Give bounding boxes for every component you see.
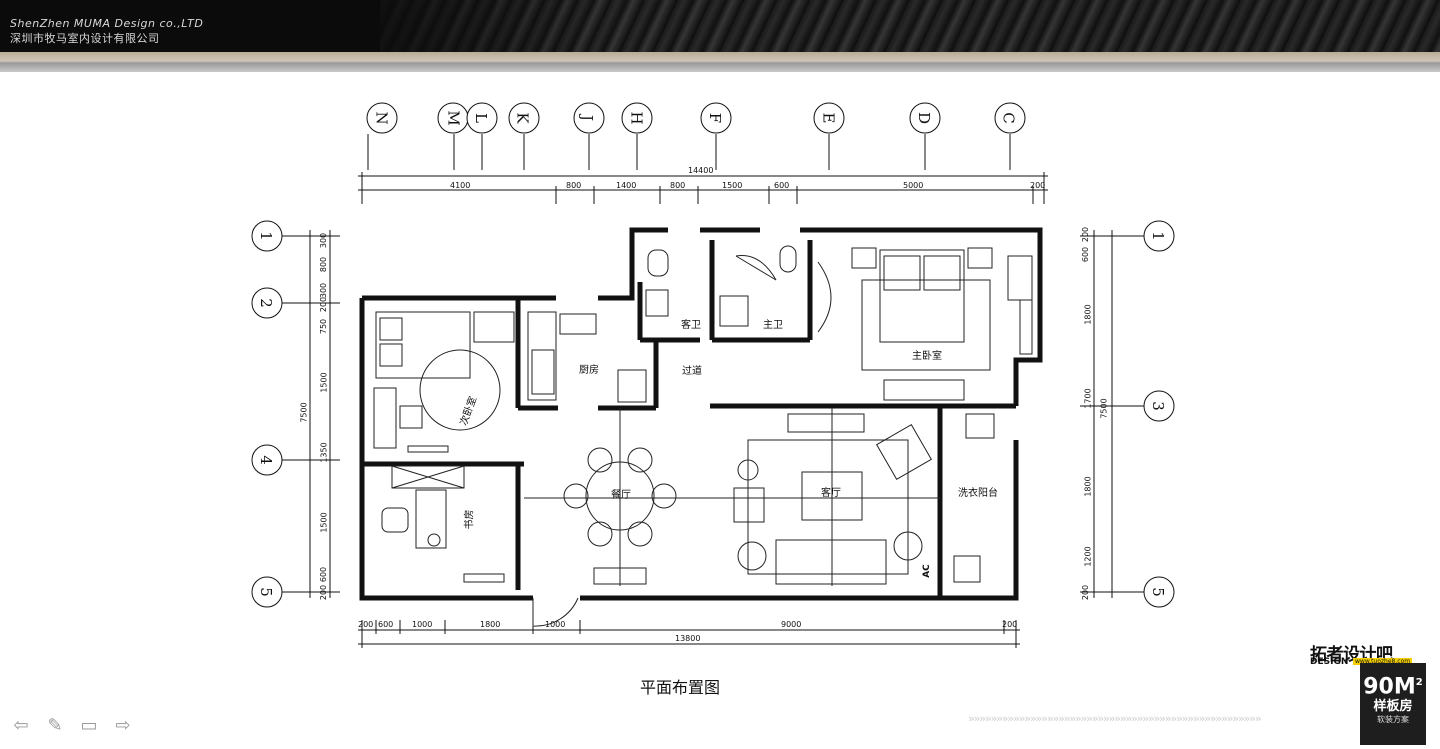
grid-label-N: N bbox=[372, 111, 391, 125]
grid-label-right-1: 1 bbox=[1148, 231, 1167, 241]
dim-top: 1400 bbox=[616, 181, 637, 190]
dim-bottom-total: 13800 bbox=[675, 634, 701, 643]
logo-sub: DESIGN bbox=[1310, 657, 1349, 667]
dim-right-total: 7500 bbox=[1099, 398, 1109, 419]
dim-top: 200 bbox=[1030, 181, 1046, 190]
dim-right: 1800 bbox=[1083, 304, 1093, 325]
grid-label-C: C bbox=[999, 112, 1018, 124]
dim-right: 600 bbox=[1081, 246, 1091, 263]
dim-top: 600 bbox=[774, 181, 790, 190]
dim-top: 5000 bbox=[903, 181, 924, 190]
badge-scheme: 软装方案 bbox=[1377, 715, 1409, 725]
grid-label-K: K bbox=[513, 112, 532, 124]
dim-top: 800 bbox=[566, 181, 582, 190]
ac-label: AC bbox=[921, 564, 932, 578]
dim-left: 800 bbox=[319, 256, 329, 273]
grid-label-E: E bbox=[819, 112, 838, 124]
dim-right: 200 bbox=[1081, 226, 1091, 243]
grid-axis-left bbox=[251, 220, 340, 608]
dim-top: 1500 bbox=[722, 181, 743, 190]
grid-label-H: H bbox=[627, 111, 646, 125]
walls bbox=[359, 227, 1043, 601]
dim-bottom: 1000 bbox=[412, 620, 433, 629]
badge-area-unit: 2 bbox=[1415, 677, 1423, 688]
room-master-bath: 主卫 bbox=[763, 320, 783, 331]
menu-icon[interactable]: ▭ bbox=[80, 715, 98, 736]
room-corridor: 过道 bbox=[682, 366, 702, 377]
title-bar: ShenZhen MUMA Design co.,LTD 深圳市牧马室内设计有限… bbox=[0, 0, 1440, 52]
room-master-bedroom: 主卧室 bbox=[912, 351, 942, 362]
grid-label-left-4: 4 bbox=[256, 455, 275, 465]
dim-left: 1350 bbox=[319, 442, 329, 463]
pen-icon[interactable]: ✎ bbox=[47, 715, 63, 736]
room-study: 书房 bbox=[464, 509, 476, 530]
grid-axis-top bbox=[366, 102, 1026, 170]
dim-right: 1800 bbox=[1083, 476, 1093, 497]
dim-left: 300 bbox=[319, 232, 329, 249]
grid-label-D: D bbox=[915, 111, 934, 125]
room-kitchen: 厨房 bbox=[579, 365, 599, 376]
grid-label-left-1: 1 bbox=[256, 231, 275, 241]
dim-right: 200 bbox=[1081, 584, 1091, 601]
dim-right: 1700 bbox=[1083, 388, 1093, 409]
dim-left: 750 bbox=[319, 318, 329, 335]
dim-bottom: 1000 bbox=[545, 620, 566, 629]
dim-top: 800 bbox=[670, 181, 686, 190]
dim-top-total: 14400 bbox=[688, 166, 714, 175]
chevron-decoration: »»»»»»»»»»»»»»»»»»»»»»»»»»»»»»»»»»»»»»»»… bbox=[968, 712, 1261, 725]
company-name-cn: 深圳市牧马室内设计有限公司 bbox=[10, 32, 160, 45]
dim-left: 1500 bbox=[319, 512, 329, 533]
grid-label-M: M bbox=[444, 110, 463, 126]
dim-left: 200 bbox=[319, 296, 329, 313]
grid-label-F: F bbox=[706, 112, 725, 124]
dim-bottom: 9000 bbox=[781, 620, 802, 629]
badge-area: 90M bbox=[1363, 674, 1416, 700]
header-band bbox=[0, 52, 1440, 72]
grid-label-L: L bbox=[471, 113, 490, 123]
company-name-en: ShenZhen MUMA Design co.,LTD bbox=[10, 17, 204, 30]
header-fade bbox=[0, 0, 600, 52]
room-guest-bath: 客卫 bbox=[681, 320, 701, 331]
grid-axis-right bbox=[1080, 220, 1175, 608]
grid-label-left-2: 2 bbox=[256, 298, 275, 308]
grid-label-right-5: 5 bbox=[1148, 587, 1167, 597]
grid-label-right-3: 3 bbox=[1148, 401, 1167, 411]
room-dining: 餐厅 bbox=[611, 490, 631, 501]
dim-top: 4100 bbox=[450, 181, 471, 190]
dim-bottom: 200 bbox=[358, 620, 374, 629]
grid-label-J: J bbox=[578, 114, 597, 122]
furniture bbox=[373, 245, 1033, 627]
plan-title: 平面布置图 bbox=[639, 678, 720, 697]
grid-label-left-5: 5 bbox=[256, 587, 275, 597]
dim-bottom: 600 bbox=[378, 620, 394, 629]
next-slide-icon[interactable]: ⇨ bbox=[115, 715, 131, 736]
dim-left: 200 bbox=[319, 584, 329, 601]
room-living: 客厅 bbox=[821, 488, 841, 499]
dim-right: 1200 bbox=[1083, 546, 1093, 567]
badge-type: 样板房 bbox=[1373, 699, 1413, 715]
prev-slide-icon[interactable]: ⇦ bbox=[13, 715, 29, 736]
project-badge: 90M2 样板房 软装方案 bbox=[1360, 663, 1426, 745]
dim-bottom: 1800 bbox=[480, 620, 501, 629]
room-second-bedroom: 次卧室 bbox=[458, 395, 480, 428]
dim-left: 300 bbox=[319, 282, 329, 299]
room-laundry-balcony: 洗衣阳台 bbox=[958, 488, 998, 499]
dim-left-total: 7500 bbox=[299, 402, 309, 423]
logo-url: www.tuozhe8.com bbox=[1353, 658, 1413, 665]
dim-bottom: 200 bbox=[1002, 620, 1018, 629]
dim-left: 1500 bbox=[319, 372, 329, 393]
dim-left: 600 bbox=[319, 566, 329, 583]
